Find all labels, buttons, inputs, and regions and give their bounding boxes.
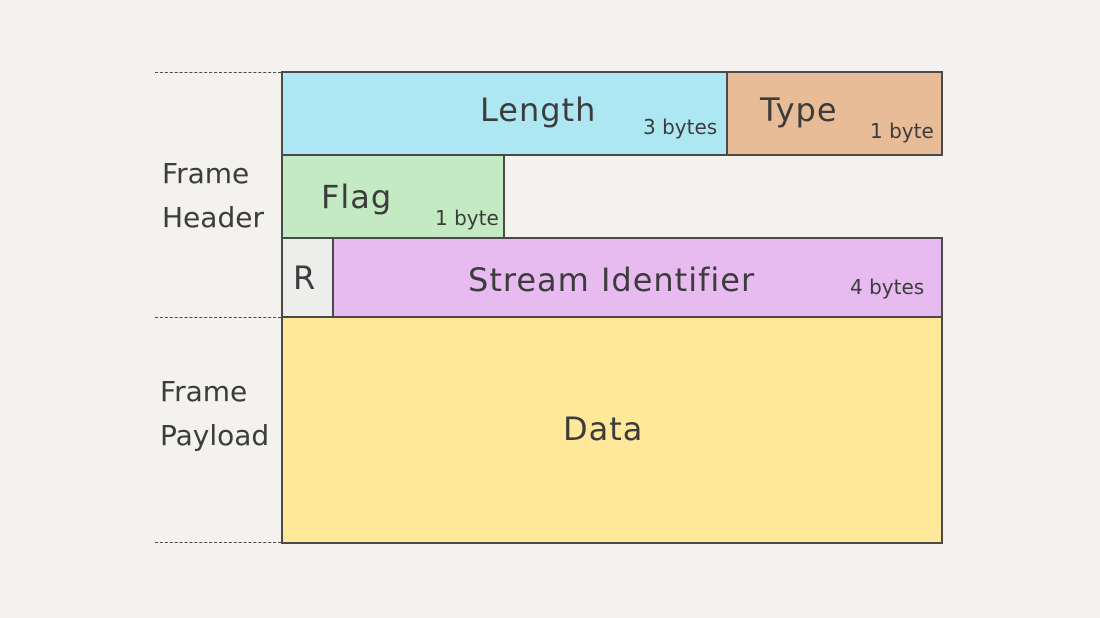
type-field: Type 1 byte: [726, 71, 943, 156]
flag-field-size: 1 byte: [435, 206, 499, 230]
length-field-size: 3 bytes: [643, 115, 718, 139]
data-payload-name: Data: [563, 410, 644, 448]
stream-identifier-size: 4 bytes: [850, 275, 925, 299]
flag-field-name: Flag: [321, 178, 393, 216]
type-field-name: Type: [760, 91, 838, 129]
frame-payload-label: Frame Payload: [160, 375, 270, 452]
header-top-dashed-line: [155, 72, 281, 73]
data-payload-field: Data: [281, 316, 943, 544]
header-payload-dashed-line: [155, 317, 281, 318]
stream-identifier-field: Stream Identifier 4 bytes: [332, 237, 943, 318]
reserved-bit-field: R: [281, 237, 334, 318]
length-field: Length 3 bytes: [281, 71, 728, 156]
type-field-size: 1 byte: [870, 119, 934, 143]
flag-field: Flag 1 byte: [281, 154, 505, 239]
stream-identifier-name: Stream Identifier: [468, 261, 756, 299]
payload-bottom-dashed-line: [155, 542, 281, 543]
length-field-name: Length: [480, 91, 597, 129]
frame-header-label: Frame Header: [162, 157, 264, 234]
reserved-bit-name: R: [293, 259, 317, 297]
